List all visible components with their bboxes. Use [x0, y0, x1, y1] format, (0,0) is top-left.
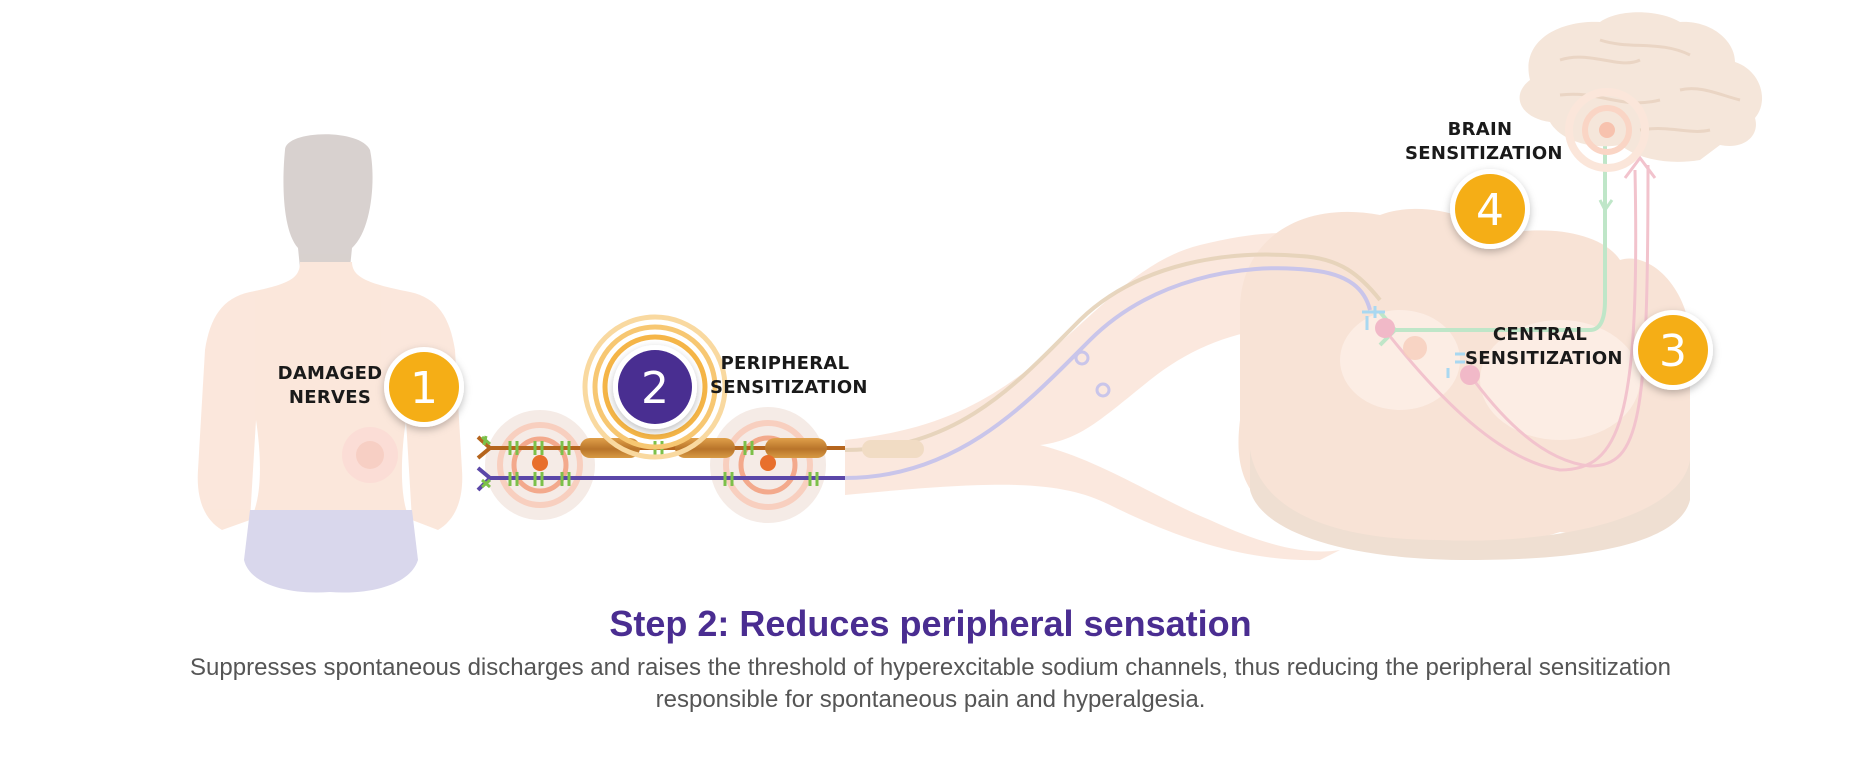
pain-pathway-illustration: 1 2 3 4	[197, 12, 1763, 593]
step-description-line: Suppresses spontaneous discharges and ra…	[190, 654, 1671, 681]
nerve-pathways	[844, 130, 1657, 480]
step-3-label-line: SENSITIZATION	[1465, 348, 1623, 369]
step-badge-3-number: 3	[1659, 326, 1687, 377]
step-1-label-line: NERVES	[288, 387, 372, 408]
step-description: Suppresses spontaneous discharges and ra…	[0, 652, 1861, 716]
step-3-label: CENTRAL SENSITIZATION	[1465, 323, 1623, 371]
step-2-label: PERIPHERAL SENSITIZATION	[710, 352, 868, 400]
step-badge-3[interactable]: 3	[1633, 310, 1713, 390]
brain-icon	[1519, 12, 1763, 172]
step-badge-4[interactable]: 4	[1450, 169, 1530, 249]
step-4-label-line: BRAIN	[1447, 119, 1513, 140]
step-badge-1[interactable]: 1	[384, 347, 464, 427]
step-3-label-line: CENTRAL	[1492, 324, 1588, 345]
nerve-fiber	[476, 407, 924, 523]
step-badge-2[interactable]: 2	[613, 345, 697, 429]
sodium-channel	[481, 435, 819, 489]
step-1-label: DAMAGED NERVES	[270, 362, 390, 410]
step-2-label-line: SENSITIZATION	[710, 377, 868, 398]
step-title: Step 2: Reduces peripheral sensation	[609, 603, 1252, 644]
step-2-label-line: PERIPHERAL	[720, 353, 850, 374]
step-4-label: BRAIN SENSITIZATION	[1405, 118, 1563, 166]
step-badge-4-number: 4	[1476, 185, 1504, 236]
spinal-cord-cross-section	[845, 208, 1690, 561]
step-badge-1-number: 1	[410, 363, 438, 414]
human-back-figure	[197, 134, 463, 593]
active-step-rings	[582, 314, 728, 460]
step-4-label-line: SENSITIZATION	[1405, 143, 1563, 164]
step-badge-2-number: 2	[641, 363, 669, 414]
step-1-label-line: DAMAGED	[277, 363, 383, 384]
step-description-line: responsible for spontaneous pain and hyp…	[655, 686, 1206, 713]
